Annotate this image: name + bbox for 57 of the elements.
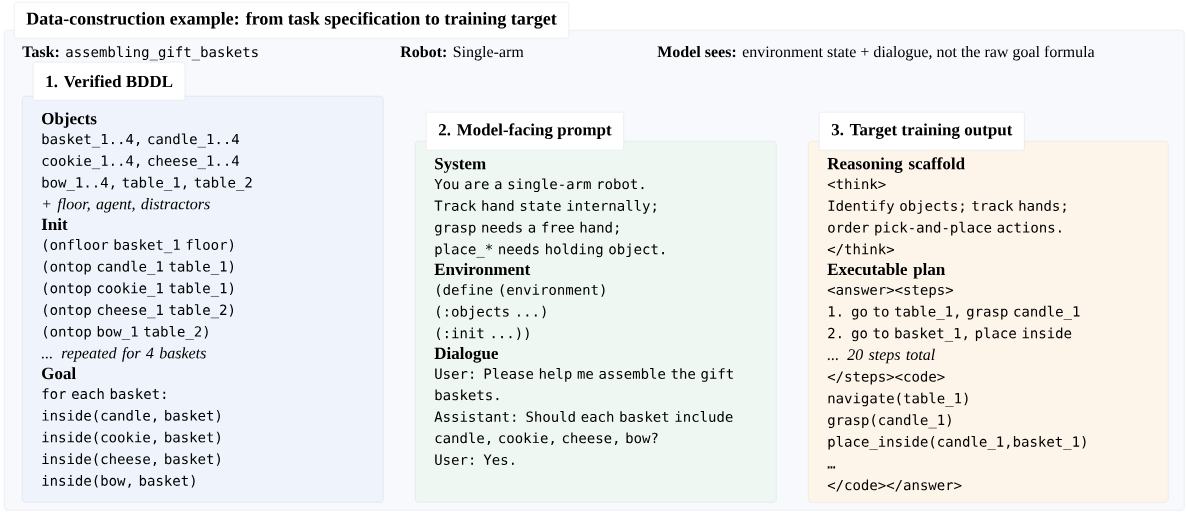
code-line: order pick-and-place actions. — [828, 221, 1061, 236]
code-line: inside(cookie, basket) — [42, 431, 220, 445]
note-text: ... repeated for 4 baskets — [41, 347, 206, 362]
code-line: <think> — [827, 178, 886, 190]
field-value: environment state + dialogue, not the raw goal formula — [742, 45, 1095, 61]
code-line: (ontop candle_1 table_1) — [44, 260, 234, 275]
section-heading: Environment — [434, 263, 531, 276]
code-line: inside(candle, basket) — [42, 409, 220, 423]
code-line: Identify objects; track hands; — [828, 200, 1066, 214]
section-heading: Executable plan — [827, 263, 945, 279]
field-value: Single-arm — [453, 45, 524, 61]
code-line: (:init ...)) — [437, 327, 529, 341]
code-line: (ontop cheese_1 table_2) — [44, 304, 234, 319]
code-line: 2. go to basket_1, place inside — [828, 327, 1072, 342]
code-line: (onfloor basket_1 floor) — [44, 239, 234, 254]
section-heading: Dialogue — [434, 347, 498, 363]
code-line: basket_1..4, candle_1..4 — [42, 133, 240, 148]
code-line: navigate(table_1) — [828, 392, 968, 407]
section-heading: System — [435, 157, 486, 173]
field-label: Task: — [22, 45, 59, 58]
field-label: Robot: — [400, 45, 446, 58]
note-text: ... 20 steps total — [827, 348, 935, 364]
code-line: for each basket: — [42, 388, 166, 400]
code-line: 1. go to table_1, grasp candle_1 — [828, 305, 1080, 320]
code-line: You are a single-arm robot. — [434, 178, 644, 193]
note-text: + floor, agent, distractors — [43, 197, 210, 213]
field-value: assembling_gift_baskets — [66, 46, 258, 61]
code-line: </steps><code> — [827, 370, 945, 385]
code-line: (:objects ...) — [437, 305, 546, 320]
title-tab: Data-construction example: from task specification to training target — [14, 2, 569, 39]
code-line: … — [827, 466, 836, 469]
section-heading: Init — [41, 218, 68, 231]
code-line: bow_1..4, table_1, table_2 — [42, 176, 252, 191]
code-line: Assistant: Should each basket include candle, cookie, cheese, bow? — [434, 411, 733, 446]
code-line: inside(cheese, basket) — [42, 453, 220, 466]
section-heading: Objects — [42, 112, 97, 128]
code-line: User: Yes. — [435, 454, 514, 465]
code-line: cookie_1..4, cheese_1..4 — [42, 155, 240, 170]
code-line: place_* needs holding object. — [435, 243, 664, 258]
code-line: </think> — [827, 243, 895, 256]
section-tab: 3. Target training output — [819, 112, 1025, 151]
field-label: Model sees: — [657, 45, 736, 58]
code-line: (define (environment) — [437, 284, 605, 297]
code-line: (ontop cookie_1 table_1) — [44, 282, 234, 297]
section-tab: 1. Verified BDDL — [33, 62, 186, 101]
code-line: inside(bow, basket) — [42, 475, 195, 488]
section-heading: Reasoning scaffold — [827, 157, 965, 173]
code-line: User: Please help me assemble the gift baskets. — [435, 368, 733, 401]
code-line: Track hand state internally; — [434, 200, 656, 214]
code-line: grasp(candle_1) — [828, 414, 951, 429]
section-heading: Goal — [42, 367, 76, 380]
section-tab: 2. Model-facing prompt — [426, 112, 624, 151]
code-line: </code></answer> — [827, 479, 962, 492]
code-line: (ontop bow_1 table_2) — [44, 325, 208, 340]
code-line: place_inside(candle_1,basket_1) — [828, 436, 1086, 450]
code-line: <answer><steps> — [827, 284, 954, 298]
code-line: grasp needs a free hand; — [435, 221, 619, 236]
